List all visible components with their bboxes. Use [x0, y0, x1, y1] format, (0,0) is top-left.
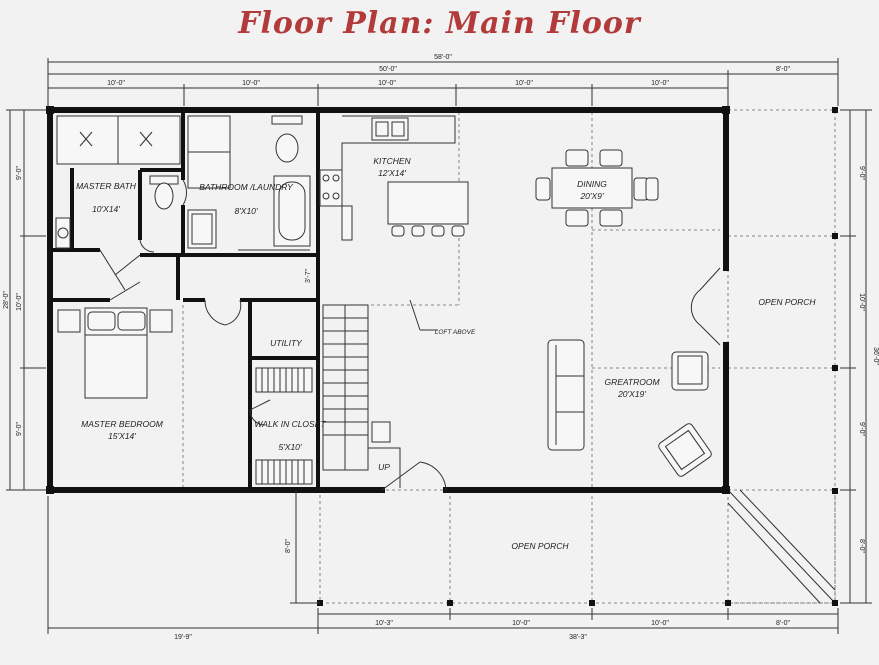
dim-bottom-seg-4: 8'-0"	[776, 620, 790, 627]
page-title: Floor Plan: Main Floor	[238, 6, 641, 41]
walk-in-closet-label: WALK IN CLOSET	[254, 419, 326, 429]
laundry-fixtures	[187, 115, 311, 251]
doors	[99, 179, 721, 491]
closet-shelving	[255, 367, 313, 485]
stairs	[322, 299, 438, 488]
dimension-lines	[6, 58, 872, 634]
dimension-labels: 58'-0" 50'-0" 8'-0" 10'-0" 10'-0" 10'-0"…	[3, 54, 879, 641]
master-bath-fixtures	[55, 115, 181, 249]
dim-left-overall: 28'-0"	[3, 291, 10, 309]
exterior-walls	[46, 106, 730, 494]
dining-size: 20'X9'	[579, 191, 603, 201]
dim-left-seg-3: 9'-0"	[16, 422, 23, 436]
dim-top-seg-2: 10'-0"	[242, 80, 260, 87]
open-porch-bottom-label: OPEN PORCH	[511, 541, 569, 551]
dim-top-overall: 58'-0"	[434, 54, 452, 61]
room-labels: MASTER BATH 10'X14' BATHROOM /LAUNDRY 8'…	[76, 156, 816, 551]
dim-top-seg-5: 10'-0"	[651, 80, 669, 87]
dim-right-seg-2: 10'-0"	[858, 293, 865, 311]
dining-label: DINING	[577, 179, 607, 189]
master-bedroom-label: MASTER BEDROOM	[81, 419, 164, 429]
bedroom-furniture	[57, 307, 173, 399]
dining-set	[535, 149, 659, 227]
dim-bottom-right: 38'-3"	[569, 634, 587, 641]
kitchen-size: 12'X14'	[378, 168, 406, 178]
utility-label: UTILITY	[270, 338, 303, 348]
master-bath-size: 10'X14'	[92, 204, 120, 214]
dim-left-seg-2: 10'-0"	[16, 293, 23, 311]
greatroom-size: 20'X19'	[617, 389, 646, 399]
walk-in-closet-size: 5'X10'	[278, 442, 301, 452]
dim-top-seg-3: 10'-0"	[378, 80, 396, 87]
dim-top-main: 50'-0"	[379, 66, 397, 73]
dim-porch-depth: 8'-0"	[285, 539, 292, 553]
dim-bottom-seg-1: 10'-3"	[375, 620, 393, 627]
dim-right-seg-3: 9'-0"	[858, 422, 865, 436]
bathroom-laundry-size: 8'X10'	[234, 206, 257, 216]
greatroom-label: GREATROOM	[604, 377, 660, 387]
dim-right-overall: 36'-0"	[872, 347, 879, 365]
dim-bottom-seg-3: 10'-0"	[651, 620, 669, 627]
stair-up-label: UP	[378, 462, 390, 472]
loft-above-label: LOFT ABOVE	[435, 329, 476, 336]
kitchen-fixtures	[319, 115, 469, 241]
greatroom-furniture	[547, 339, 712, 477]
kitchen-label: KITCHEN	[373, 156, 411, 166]
dim-bottom-left: 19'-9"	[174, 634, 192, 641]
dim-top-porch: 8'-0"	[776, 66, 790, 73]
dim-top-seg-1: 10'-0"	[107, 80, 125, 87]
interior-walls	[52, 112, 320, 490]
bathroom-laundry-label: BATHROOM /LAUNDRY	[199, 182, 294, 192]
stair-width-dim: 3'-7"	[305, 269, 312, 283]
porch-outlines	[319, 109, 836, 604]
dim-bottom-seg-2: 10'-0"	[512, 620, 530, 627]
master-bath-label: MASTER BATH	[76, 181, 137, 191]
open-porch-right-label: OPEN PORCH	[758, 297, 816, 307]
dim-left-seg-1: 9'-0"	[16, 166, 23, 180]
dim-right-seg-1: 9'-0"	[858, 166, 865, 180]
master-bedroom-size: 15'X14'	[108, 431, 136, 441]
dim-top-seg-4: 10'-0"	[515, 80, 533, 87]
dim-right-seg-4: 8'-0"	[858, 539, 865, 553]
